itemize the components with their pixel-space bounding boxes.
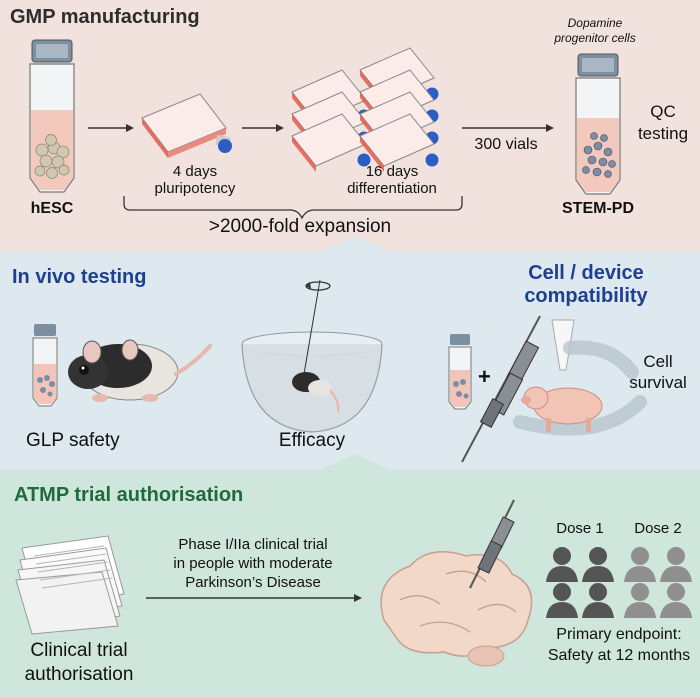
endpoint-line2: Safety at 12 months bbox=[547, 647, 691, 664]
person-icon bbox=[546, 583, 578, 618]
invivo-graphics bbox=[32, 279, 647, 470]
auth-line2: authorisation bbox=[24, 664, 134, 685]
panel-notch-2 bbox=[320, 454, 390, 470]
syringe-device-icon bbox=[461, 315, 541, 463]
product-name: STEM-PD bbox=[562, 200, 634, 217]
hesc-label: hESC bbox=[30, 200, 74, 217]
document-stack-icon bbox=[15, 535, 125, 635]
step2-line2: differentiation bbox=[347, 180, 437, 197]
pipette-tip-icon bbox=[551, 319, 575, 371]
curved-arrow-top bbox=[563, 340, 639, 379]
compat-line1: Cell / device bbox=[528, 262, 644, 284]
flask-stack-1-icon bbox=[291, 69, 371, 172]
arrow-trial bbox=[146, 594, 362, 602]
dose2-label: Dose 2 bbox=[634, 520, 682, 537]
person-icon bbox=[582, 547, 614, 582]
dose2-group-icon bbox=[624, 547, 692, 618]
expansion-brace bbox=[123, 196, 463, 220]
atmp-panel: ATMP trial authorisation Phase I/IIa cli… bbox=[0, 470, 700, 698]
arrow-2 bbox=[242, 124, 284, 132]
trial-line3: Parkinson’s Disease bbox=[185, 574, 321, 591]
plus-sign: + bbox=[478, 364, 491, 389]
endpoint-line1: Primary endpoint: bbox=[556, 626, 682, 643]
step1-line1: 4 days bbox=[172, 163, 218, 180]
dose1-label: Dose 1 bbox=[556, 520, 604, 537]
rat-icon bbox=[68, 339, 212, 402]
person-icon bbox=[624, 547, 656, 582]
vials-label: 300 vials bbox=[474, 136, 538, 153]
panel-notch-1 bbox=[320, 236, 390, 252]
qc-line2: testing bbox=[637, 124, 689, 143]
person-icon bbox=[660, 583, 692, 618]
pig-icon bbox=[521, 386, 603, 432]
arrow-1 bbox=[88, 124, 134, 132]
gmp-title: GMP manufacturing bbox=[10, 6, 200, 28]
step1-line2: pluripotency bbox=[154, 180, 236, 197]
dose1-group-icon bbox=[546, 547, 614, 618]
stem-pd-vial-icon bbox=[575, 53, 621, 195]
arrow-3 bbox=[462, 124, 554, 132]
step2-line1: 16 days bbox=[365, 163, 419, 180]
trial-line1: Phase I/IIa clinical trial bbox=[178, 536, 328, 553]
survival-line1: Cell bbox=[643, 352, 673, 371]
atmp-graphics bbox=[15, 499, 692, 667]
culture-flask-icon bbox=[141, 93, 232, 158]
hesc-vial-icon bbox=[29, 39, 75, 193]
small-vial-icon bbox=[32, 324, 58, 407]
person-icon bbox=[582, 583, 614, 618]
injector-icon bbox=[469, 499, 515, 589]
invivo-title: In vivo testing bbox=[12, 266, 147, 288]
survival-line2: survival bbox=[629, 373, 687, 392]
qc-line1: QC bbox=[650, 102, 676, 121]
person-icon bbox=[546, 547, 578, 582]
invivo-panel: In vivo testing GLP safety Efficacy Cell… bbox=[0, 252, 700, 470]
compat-line2: compatibility bbox=[524, 285, 648, 307]
product-line2: progenitor cells bbox=[554, 31, 636, 45]
product-line1: Dopamine bbox=[567, 16, 623, 30]
expansion-label: >2000-fold expansion bbox=[208, 216, 392, 237]
person-icon bbox=[660, 547, 692, 582]
brain-icon bbox=[380, 551, 533, 667]
gmp-panel: GMP manufacturing hESC 4 days pluripoten… bbox=[0, 0, 700, 252]
small-vial-2-icon bbox=[448, 334, 472, 410]
glp-label: GLP safety bbox=[26, 430, 120, 451]
flask-stack-2-icon bbox=[359, 47, 439, 172]
gmp-graphics bbox=[29, 39, 621, 252]
person-icon bbox=[624, 583, 656, 618]
auth-line1: Clinical trial bbox=[30, 640, 128, 661]
trial-line2: in people with moderate bbox=[173, 555, 333, 572]
atmp-title: ATMP trial authorisation bbox=[14, 484, 244, 506]
rotation-bowl-icon bbox=[241, 279, 383, 433]
efficacy-label: Efficacy bbox=[278, 430, 346, 451]
